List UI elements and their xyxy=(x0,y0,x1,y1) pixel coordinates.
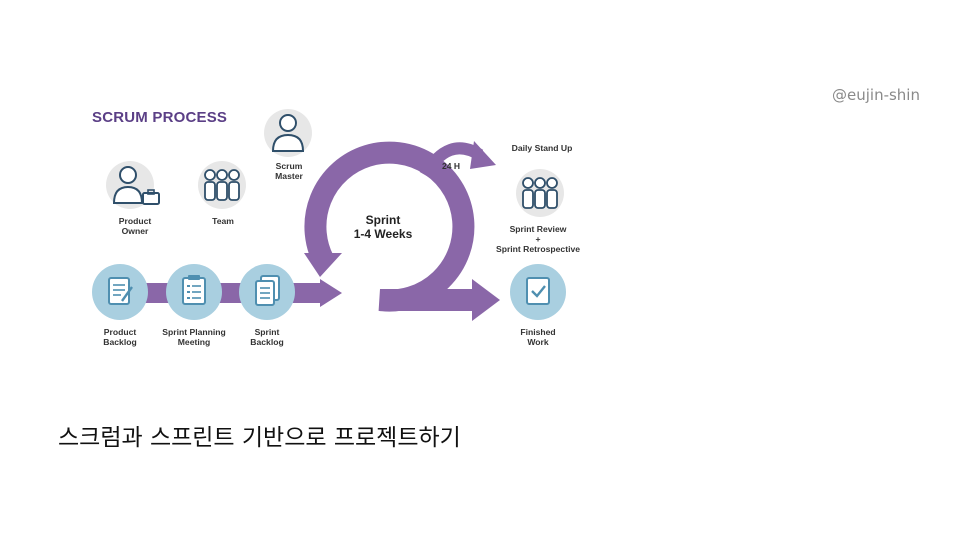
sprint-review-label: Sprint Review+Sprint Retrospective xyxy=(495,224,581,254)
finished-work-icon xyxy=(510,264,566,320)
team-icon xyxy=(198,161,246,209)
author-handle: @eujin-shin xyxy=(832,86,920,104)
scrum-master-icon xyxy=(264,109,312,157)
product-owner-icon xyxy=(106,161,160,209)
daily-cycle-arrowhead-icon xyxy=(470,141,496,169)
team-label: Team xyxy=(212,216,234,226)
sprint-backlog-icon xyxy=(239,264,295,320)
arrow-into-sprint-icon xyxy=(320,279,342,307)
arrow-to-finished-icon xyxy=(472,279,500,321)
page-caption: 스크럼과 스프린트 기반으로 프로젝트하기 xyxy=(58,425,461,451)
daily-standup-label: Daily Stand Up xyxy=(511,143,573,153)
review-team-icon xyxy=(516,169,564,217)
cycle-24h-label: 24 H xyxy=(442,161,460,171)
sprint-loop-arrowhead-icon xyxy=(304,253,342,277)
sprint-planning-icon xyxy=(166,264,222,320)
product-backlog-icon xyxy=(92,264,148,320)
process-connector-bar xyxy=(130,283,325,303)
diagram-title: SCRUM PROCESS xyxy=(92,109,228,126)
diagram-artwork xyxy=(92,109,566,321)
